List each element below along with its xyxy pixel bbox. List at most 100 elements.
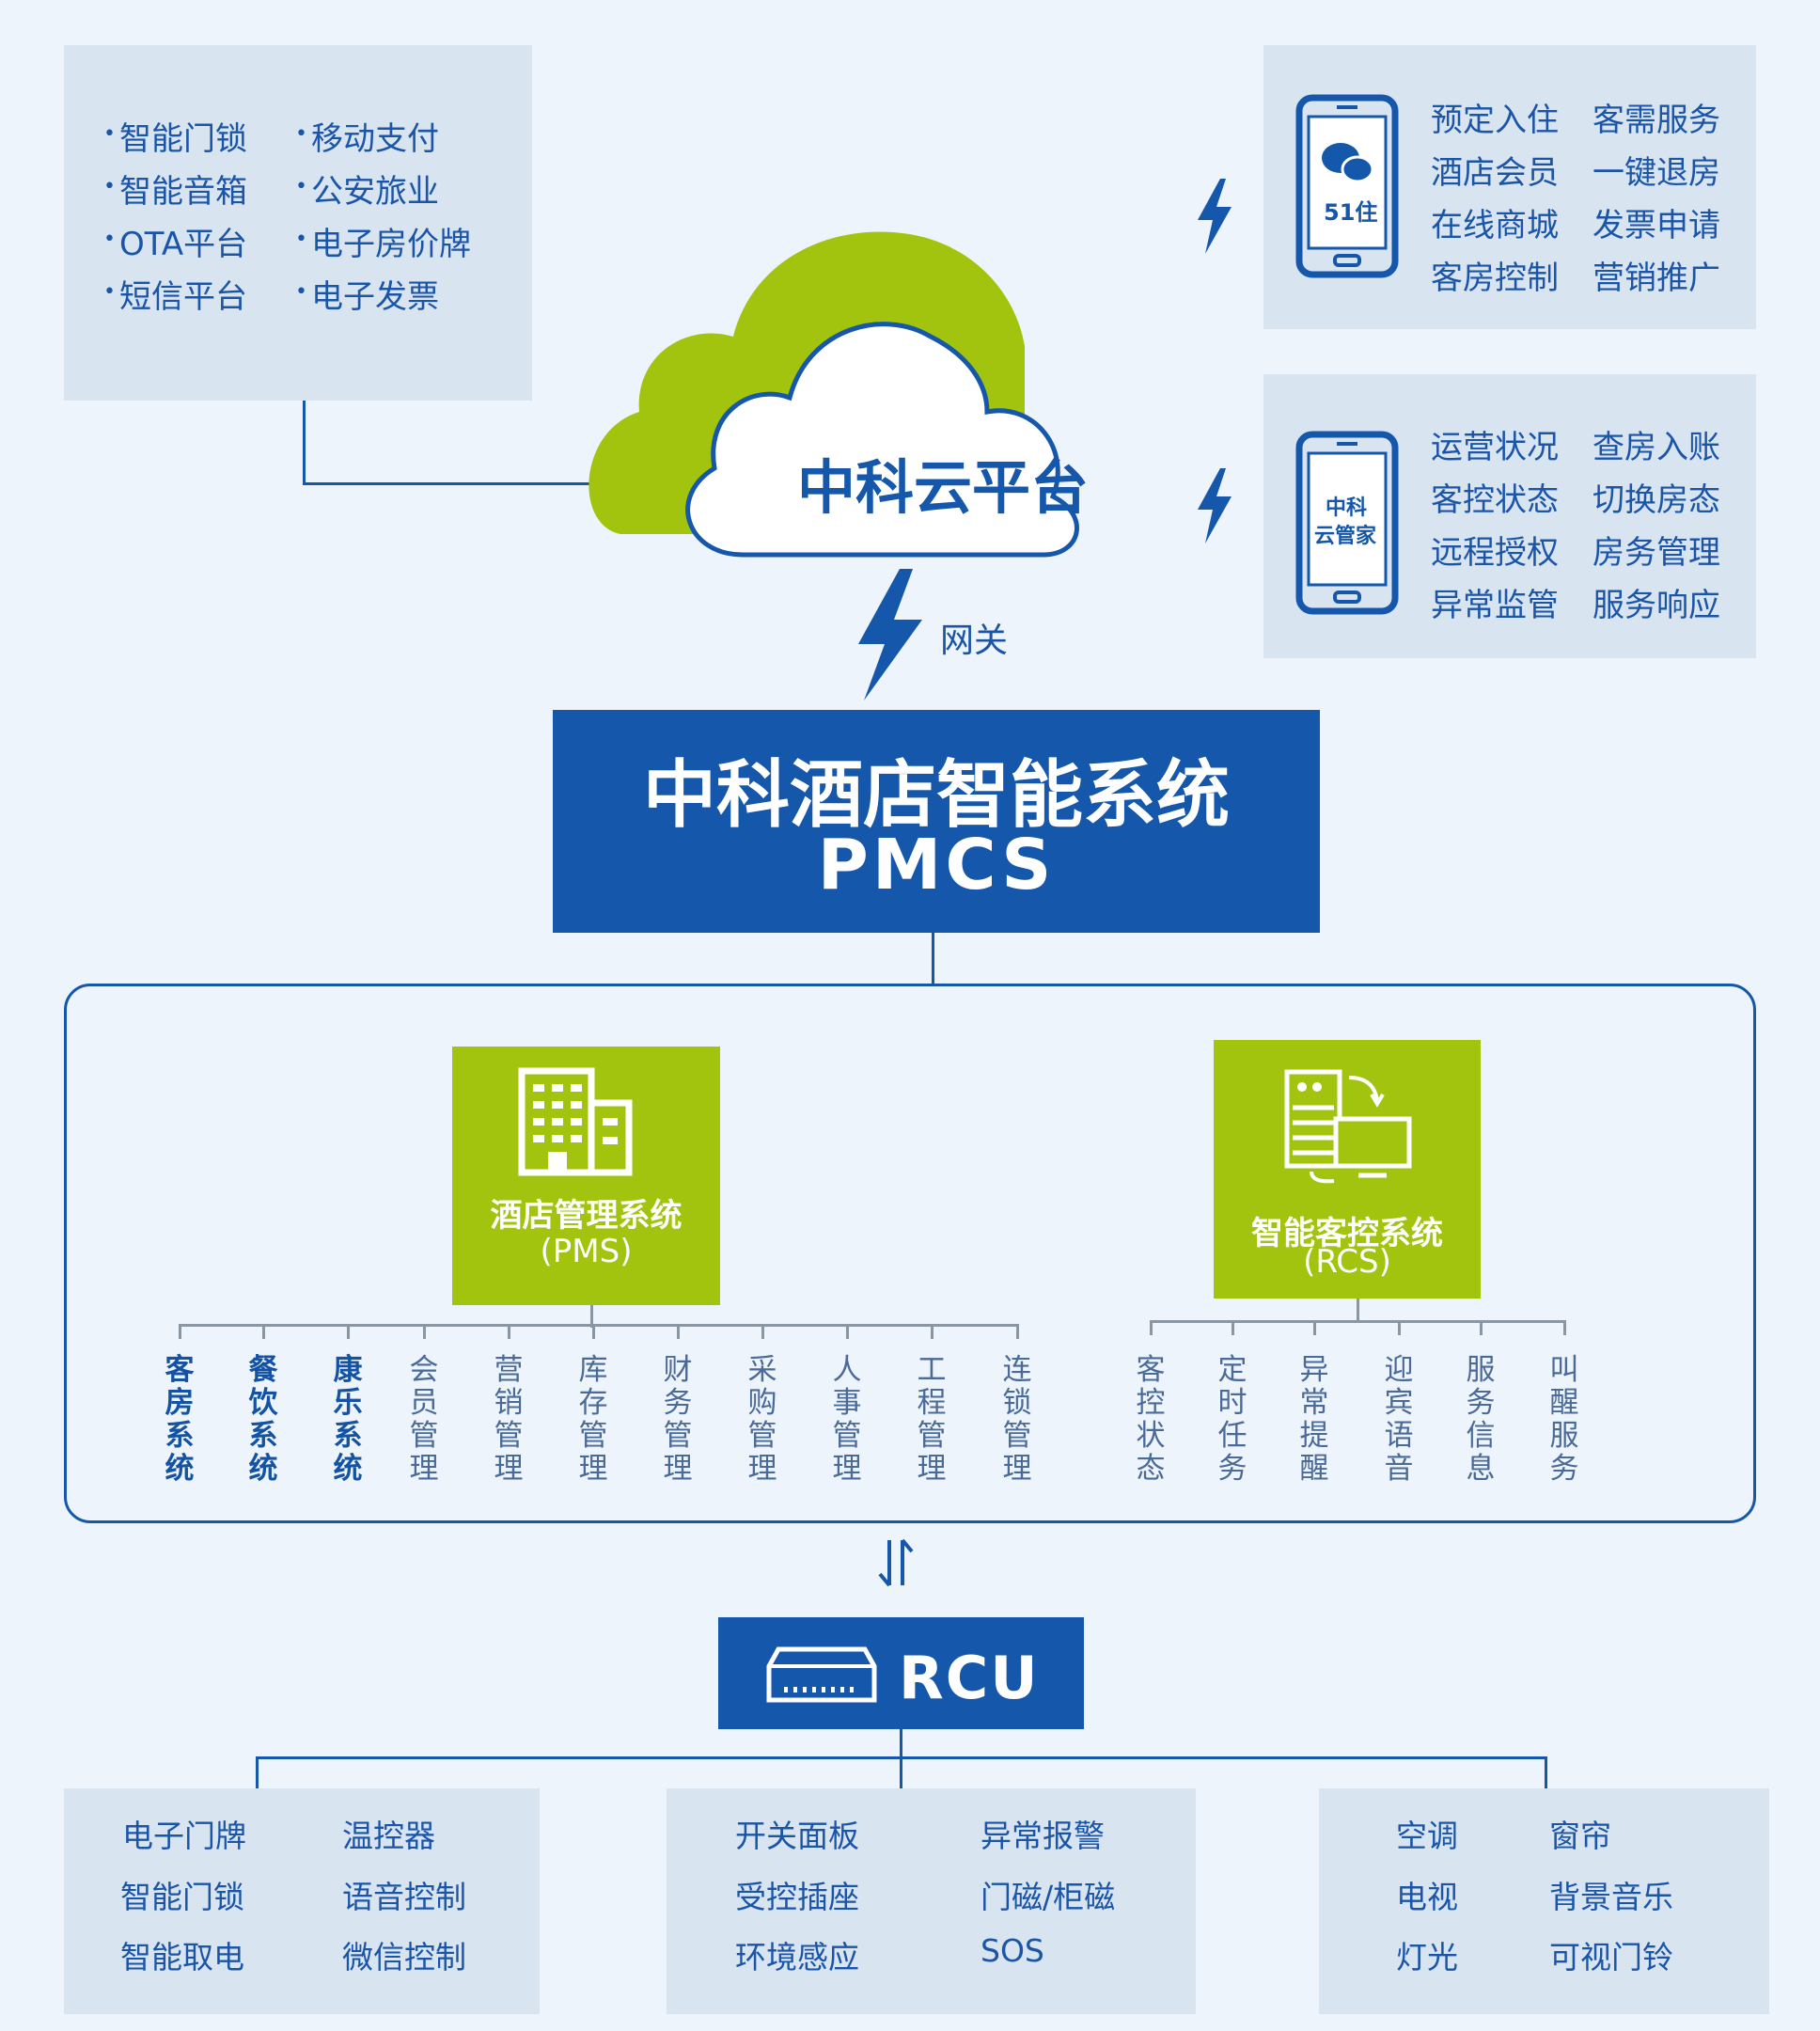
pms-module: 营销管理 bbox=[494, 1353, 524, 1486]
rcs-module: 服务信息 bbox=[1466, 1353, 1496, 1486]
guest-app-function: 客需服务 bbox=[1592, 102, 1720, 139]
rcu-branch bbox=[1545, 1756, 1547, 1788]
guest-app-function: 客房控制 bbox=[1431, 260, 1559, 297]
panel-cloud-connector bbox=[303, 482, 613, 485]
pms-branch bbox=[347, 1324, 350, 1339]
pms-module: 采购管理 bbox=[747, 1353, 777, 1486]
rcu-device: 门磁/柜磁 bbox=[981, 1879, 1116, 1915]
steward-app-function: 远程授权 bbox=[1431, 534, 1559, 572]
rcs-module: 迎宾语音 bbox=[1384, 1353, 1414, 1486]
pmcs-connector bbox=[932, 933, 934, 985]
guest-app-function: 一键退房 bbox=[1592, 154, 1720, 192]
guest-app-panel: 51住 预定入住 客需服务 酒店会员 一键退房 在线商城 发票申请 客房控制 营… bbox=[1263, 45, 1756, 329]
steward-app-function: 房务管理 bbox=[1592, 534, 1720, 572]
pms-branch bbox=[592, 1324, 595, 1339]
pmcs-subtitle: PMCS bbox=[817, 825, 1056, 905]
pms-module: 康乐系统 bbox=[333, 1353, 363, 1486]
rcu-device: 微信控制 bbox=[342, 1939, 466, 1976]
rcu-tree-stem bbox=[900, 1729, 902, 1789]
integration-item: 电子发票 bbox=[295, 271, 439, 317]
pms-tree-stem bbox=[590, 1305, 593, 1328]
rcu-device: 环境感应 bbox=[735, 1939, 859, 1976]
integration-item: 移动支付 bbox=[295, 113, 439, 159]
pms-branch bbox=[677, 1324, 680, 1339]
steward-app-function: 切换房态 bbox=[1592, 481, 1720, 519]
pms-branch bbox=[931, 1324, 934, 1339]
pms-branch bbox=[508, 1324, 510, 1339]
integration-item: 电子房价牌 bbox=[295, 218, 471, 264]
steward-app-panel: 中科 云管家 运营状况 查房入账 客控状态 切换房态 远程授权 房务管理 异常监… bbox=[1263, 374, 1756, 658]
panel-cloud-connector bbox=[303, 401, 306, 485]
rcu-device-icon bbox=[766, 1646, 877, 1703]
rcs-branch bbox=[1480, 1320, 1483, 1335]
steward-app-function: 运营状况 bbox=[1431, 429, 1559, 466]
guest-app-function: 营销推广 bbox=[1592, 260, 1720, 297]
rcu-device: 电子门牌 bbox=[122, 1818, 246, 1854]
rcs-branch bbox=[1398, 1320, 1401, 1335]
pms-module: 工程管理 bbox=[917, 1353, 947, 1486]
pms-module: 客房系统 bbox=[165, 1353, 195, 1486]
rcs-abbr: (RCS) bbox=[1303, 1243, 1391, 1281]
guest-app-function: 发票申请 bbox=[1592, 207, 1720, 244]
rcu-device: 空调 bbox=[1396, 1818, 1458, 1854]
rcs-tree-bar bbox=[1150, 1320, 1566, 1323]
rcs-title: 智能客控系统 bbox=[1251, 1215, 1443, 1252]
cloud-graphic bbox=[588, 231, 1079, 558]
pms-module: 财务管理 bbox=[663, 1353, 693, 1486]
guest-app-function: 预定入住 bbox=[1431, 102, 1559, 139]
rcu-group-panel: 电子门牌 温控器 智能门锁 语音控制 智能取电 微信控制 bbox=[64, 1788, 540, 2014]
pms-module: 人事管理 bbox=[832, 1353, 862, 1486]
rcs-box: 智能客控系统 (RCS) bbox=[1214, 1040, 1481, 1299]
wireless-bolt-icon bbox=[1198, 179, 1232, 254]
subsystems-container bbox=[64, 984, 1756, 1523]
rcu-device: 语音控制 bbox=[342, 1879, 466, 1915]
pms-tree-bar bbox=[179, 1324, 1019, 1327]
wireless-bolt-icon bbox=[1198, 468, 1232, 543]
rcu-device: 智能取电 bbox=[120, 1939, 244, 1976]
phone-app-label: 云管家 bbox=[1314, 525, 1377, 548]
pms-branch bbox=[1016, 1324, 1019, 1339]
rcu-device: 受控插座 bbox=[735, 1879, 859, 1915]
pmcs-box: 中科酒店智能系统 PMCS bbox=[553, 710, 1320, 933]
pms-title: 酒店管理系统 bbox=[490, 1197, 682, 1235]
rcs-module: 定时任务 bbox=[1217, 1353, 1247, 1486]
phone-app-label: 中科 bbox=[1326, 496, 1368, 520]
integration-item: 智能门锁 bbox=[103, 113, 247, 159]
steward-app-function: 异常监管 bbox=[1431, 587, 1559, 624]
rcs-branch bbox=[1313, 1320, 1316, 1335]
rcu-box: RCU bbox=[718, 1617, 1084, 1729]
gateway-label: 网关 bbox=[940, 622, 1009, 660]
pms-branch bbox=[423, 1324, 426, 1339]
guest-app-function: 酒店会员 bbox=[1431, 154, 1559, 192]
integration-item: 短信平台 bbox=[103, 271, 247, 317]
pms-abbr: (PMS) bbox=[540, 1233, 633, 1270]
steward-app-function: 服务响应 bbox=[1592, 587, 1720, 624]
rcu-device: 灯光 bbox=[1396, 1939, 1458, 1976]
phone-icon bbox=[1295, 431, 1399, 615]
pms-branch bbox=[761, 1324, 764, 1339]
pms-box: 酒店管理系统 (PMS) bbox=[452, 1047, 720, 1305]
pms-module: 库存管理 bbox=[578, 1353, 608, 1486]
pms-module: 会员管理 bbox=[409, 1353, 439, 1486]
rcu-device: 温控器 bbox=[342, 1818, 435, 1854]
rcu-device: 可视门铃 bbox=[1549, 1939, 1673, 1976]
rcu-tree-bar bbox=[256, 1756, 1547, 1759]
pms-branch bbox=[846, 1324, 849, 1339]
rcu-group-panel: 开关面板 异常报警 受控插座 门磁/柜磁 环境感应 SOS bbox=[667, 1788, 1196, 2014]
server-monitor-icon bbox=[1284, 1069, 1412, 1184]
rcu-branch bbox=[256, 1756, 259, 1788]
rcs-module: 异常提醒 bbox=[1299, 1353, 1329, 1486]
rcu-device: 开关面板 bbox=[735, 1818, 859, 1854]
rcu-device: 背景音乐 bbox=[1549, 1879, 1673, 1915]
integration-item: 智能音箱 bbox=[103, 165, 247, 212]
integration-item: OTA平台 bbox=[103, 218, 247, 264]
pms-branch bbox=[262, 1324, 265, 1339]
rcu-group-panel: 空调 窗帘 电视 背景音乐 灯光 可视门铃 bbox=[1319, 1788, 1769, 2014]
gateway-bolt-icon bbox=[858, 569, 922, 701]
rcu-device: 异常报警 bbox=[981, 1818, 1105, 1854]
phone-icon bbox=[1295, 94, 1399, 278]
phone-app-label: 51住 bbox=[1324, 199, 1378, 226]
rcs-branch bbox=[1232, 1320, 1234, 1335]
building-icon bbox=[518, 1067, 633, 1176]
pms-module: 餐饮系统 bbox=[248, 1353, 278, 1486]
